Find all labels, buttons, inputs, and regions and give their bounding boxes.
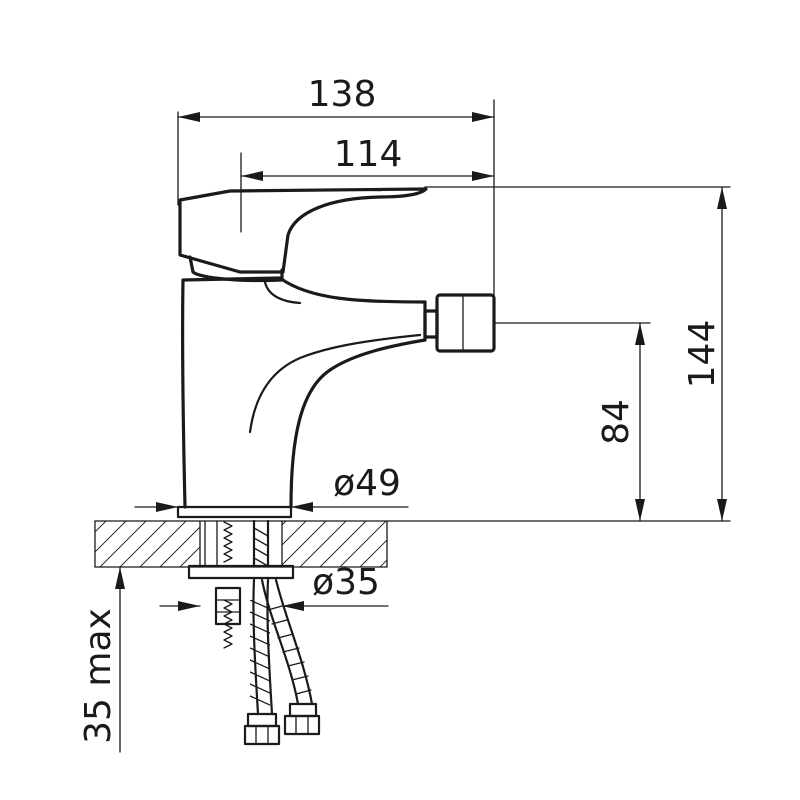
dimension-base-diameter: ø49 (134, 463, 409, 512)
dimension-spout-height: 84 (493, 322, 651, 522)
supply-hoses (243, 519, 321, 746)
base-flange (176, 505, 293, 519)
underdeck-assembly (187, 519, 321, 746)
mounting-plate (187, 564, 295, 580)
spray-nozzle (423, 293, 496, 353)
dimension-overall-height: 144 (424, 186, 731, 522)
dimension-overall-width: 138 (177, 74, 495, 297)
body-front-curve (289, 338, 427, 509)
dimension-deck-thickness: 35 max (78, 566, 125, 753)
lever-outline (178, 187, 428, 274)
dim-84-label: 84 (596, 399, 637, 445)
dim-144-label: 144 (682, 320, 723, 389)
clamp-nut (214, 586, 242, 626)
countertop-section (94, 520, 731, 568)
dim-35-max-label: 35 max (78, 608, 119, 744)
dim-114-label: 114 (334, 134, 403, 175)
dim-35-label: ø35 (312, 562, 380, 603)
lever-handle (178, 187, 428, 274)
body-outline (181, 276, 427, 509)
hose-fitting-left (243, 724, 281, 746)
nozzle-head (435, 293, 496, 353)
threaded-stud (223, 521, 233, 563)
dim-49-label: ø49 (333, 463, 401, 504)
dimension-hole-diameter: ø35 (159, 562, 389, 611)
hose-fitting-right (283, 714, 321, 736)
dim-138-label: 138 (308, 74, 377, 115)
dimension-spout-reach: 114 (240, 134, 495, 233)
body-inner-curve (248, 333, 422, 434)
